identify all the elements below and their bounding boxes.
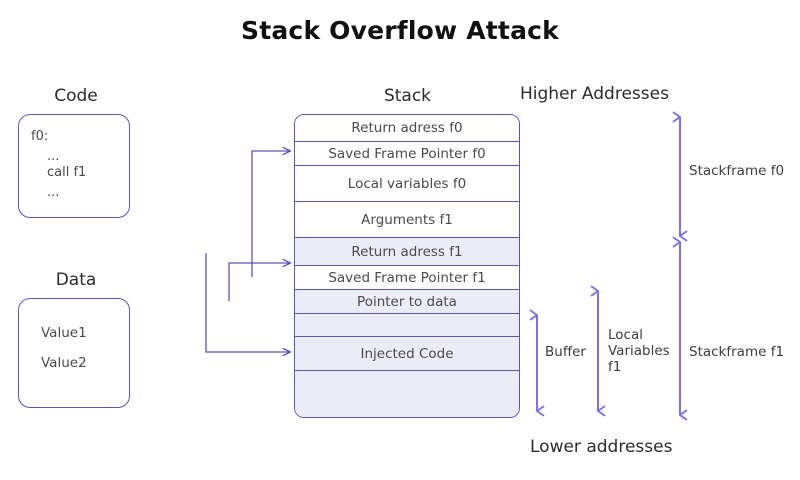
stack-panel-heading: Stack (383, 86, 432, 106)
arrow-sfp-f1-to-sfp-f0 (251, 151, 290, 277)
code-line-2: call f1 (47, 165, 87, 180)
code-panel-heading: Code (54, 86, 98, 106)
stack-row-label: Return adress f1 (351, 243, 463, 260)
stack-row: Local variables f0 (295, 166, 519, 202)
stack-row: Pointer to data (295, 290, 519, 314)
arrow-pointer-to-data-to-ret-f1 (228, 263, 290, 301)
data-box: Value1 Value2 (18, 298, 130, 408)
stack-row-label: Arguments f1 (361, 211, 453, 228)
stack-table: Return adress f0 Saved Frame Pointer f0 Lo… (294, 114, 520, 418)
code-line-3: ... (47, 185, 60, 200)
higher-addresses-label: Higher Addresses (520, 84, 669, 104)
measure-label-stackframe-f1: Stackframe f1 (689, 344, 785, 360)
stack-row-label: Saved Frame Pointer f1 (328, 269, 486, 286)
stack-row: Return adress f0 (295, 115, 519, 142)
stack-row: Saved Frame Pointer f1 (295, 266, 519, 290)
data-panel-heading: Data (55, 270, 97, 290)
stack-row-label: Local variables f0 (347, 175, 467, 192)
stack-row: Return adress f1 (295, 238, 519, 266)
stack-row (295, 371, 519, 417)
measure-label-stackframe-f0: Stackframe f0 (689, 163, 785, 179)
measure-label-buffer: Buffer (545, 344, 586, 360)
stack-row-label: Injected Code (360, 345, 454, 362)
stack-row-label: Saved Frame Pointer f0 (328, 145, 486, 162)
stack-row: Injected Code (295, 337, 519, 371)
arrow-ret-f1-to-injected-code (205, 253, 290, 352)
stack-row: Saved Frame Pointer f0 (295, 142, 519, 166)
page-title: Stack Overflow Attack (241, 16, 559, 45)
stack-row (295, 314, 519, 337)
data-line-0: Value1 (41, 325, 87, 341)
stack-row: Arguments f1 (295, 202, 519, 238)
data-line-1: Value2 (41, 355, 87, 371)
code-line-0: f0: (31, 129, 49, 144)
lower-addresses-label: Lower addresses (530, 437, 673, 457)
stack-row-label: Pointer to data (357, 293, 457, 310)
measure-label-local-vars-f1: Local Variables f1 (608, 327, 670, 375)
code-line-1: ... (47, 149, 60, 164)
stack-row-label: Return adress f0 (351, 120, 463, 136)
code-box: f0: ... call f1 ... (18, 114, 130, 218)
